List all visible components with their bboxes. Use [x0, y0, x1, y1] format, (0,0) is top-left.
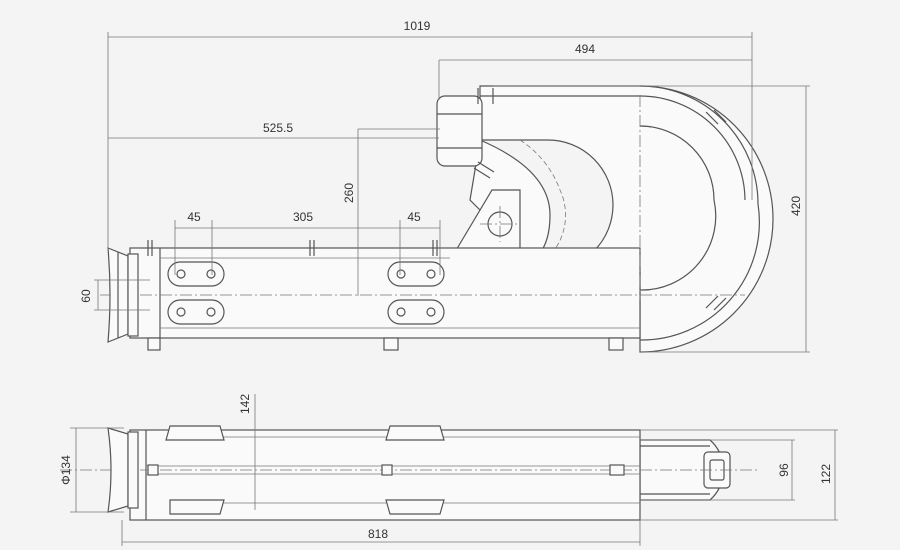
dim-305: 305	[293, 210, 313, 224]
top-flange-block	[436, 95, 483, 167]
slot-bottom-right	[387, 299, 445, 325]
top-view: 1019 494 525.5 260 45 305 45 420 60	[79, 19, 810, 353]
dim-phi-134: Φ134	[59, 455, 73, 485]
u-bend-outer-arc	[639, 85, 760, 341]
slot-top-left	[167, 261, 225, 287]
dim-420: 420	[789, 196, 803, 216]
u-bend-inner-line	[480, 95, 746, 201]
dim-494: 494	[575, 42, 595, 56]
dim-1019: 1019	[404, 19, 431, 33]
u-bend-pipe	[479, 85, 774, 353]
dim-142: 142	[238, 394, 252, 414]
left-flange	[127, 253, 139, 337]
dim-45-left: 45	[187, 210, 201, 224]
dim-122: 122	[819, 464, 833, 484]
slot-bottom-left	[167, 299, 225, 325]
bottom-view: 142 Φ134 96 122 818	[59, 394, 838, 546]
support-feet	[147, 337, 624, 351]
bottom-left-flange	[127, 431, 139, 509]
bottom-lugs	[147, 425, 625, 515]
bottom-end-cap	[107, 427, 129, 513]
clamp-ticks	[147, 88, 727, 311]
u-bend-inner-arc	[639, 125, 717, 291]
slot-top-right	[387, 261, 445, 287]
top-dimension-lines	[94, 32, 810, 353]
dim-96: 96	[777, 463, 791, 477]
bottom-dimension-lines	[70, 394, 838, 546]
dim-818: 818	[368, 527, 388, 541]
slot-holes	[176, 269, 436, 317]
dim-525-5: 525.5	[263, 121, 293, 135]
dim-260: 260	[342, 183, 356, 203]
dim-60: 60	[79, 289, 93, 303]
dim-45-right: 45	[407, 210, 421, 224]
